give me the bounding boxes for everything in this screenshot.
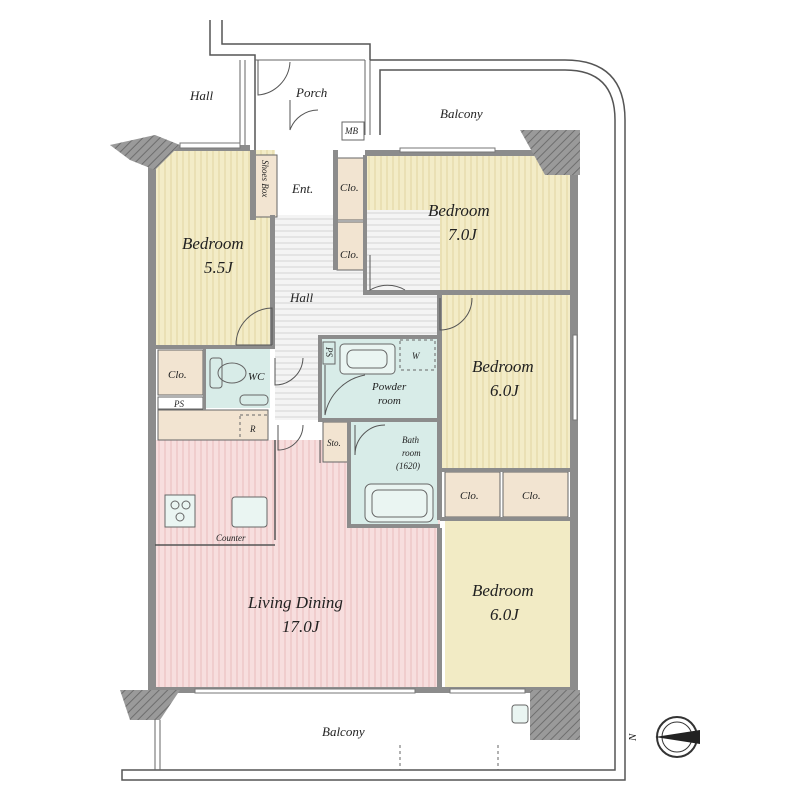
mb-label: MB: [344, 126, 358, 136]
column-ne: [520, 130, 580, 175]
hall-inside-label: Hall: [289, 290, 314, 305]
bathtub-icon: [364, 483, 434, 523]
closet-east: [502, 471, 569, 518]
bedroom-south-floor: [445, 520, 570, 687]
powder-room-line1: Powder: [371, 381, 407, 393]
bedroom-west-name: Bedroom: [182, 234, 244, 253]
hall-outside-label: Hall: [189, 88, 214, 103]
porch-label: Porch: [295, 85, 327, 100]
kitchen-sink-icon: [231, 496, 268, 528]
closet-ent-lower-label: Clo.: [340, 249, 359, 261]
bedroom-west-size: 5.5J: [204, 258, 234, 277]
bedroom-east-floor: [440, 295, 570, 470]
compass-icon: N: [627, 716, 700, 758]
bedroom-east-size: 6.0J: [490, 381, 520, 400]
closet-east-label: Clo.: [522, 490, 541, 502]
column-nw: [110, 135, 180, 170]
closet-ent-upper-label: Clo.: [340, 182, 359, 194]
r-label: R: [249, 424, 256, 434]
wc-sink-icon: [239, 394, 269, 406]
bedroom-south-name: Bedroom: [472, 581, 534, 600]
bedroom-north-size: 7.0J: [448, 225, 478, 244]
ps-right-label: PS: [324, 346, 334, 357]
living-dining-name: Living Dining: [247, 593, 343, 612]
stove-icon: [164, 494, 196, 528]
refrigerator-icon: [239, 414, 269, 441]
ac-unit-icon: [511, 704, 529, 724]
bedroom-south-size: 6.0J: [490, 605, 520, 624]
bedroom-north-name: Bedroom: [428, 201, 490, 220]
entrance-label: Ent.: [291, 181, 313, 196]
ps-box-right: [322, 341, 336, 365]
storage-area: [322, 421, 351, 463]
bath-room-line1: Bath: [402, 435, 419, 445]
bath-room-line2: room: [402, 448, 421, 458]
closet-mid-label: Clo.: [460, 490, 479, 502]
toilet-tank-icon: [209, 357, 223, 389]
powder-room-line2: room: [378, 395, 401, 407]
ps-left-label: PS: [173, 399, 184, 409]
column-sw: [120, 690, 180, 720]
balcony-north-label: Balcony: [440, 106, 483, 121]
w-label: W: [412, 351, 421, 361]
bedroom-east-name: Bedroom: [472, 357, 534, 376]
shoes-box-label: Shoes Box: [260, 160, 270, 197]
column-se: [530, 690, 580, 740]
windows: [179, 142, 578, 694]
exterior-corridor: [121, 20, 626, 781]
closet-west-label: Clo.: [168, 369, 187, 381]
refrigerator-area: [157, 409, 269, 441]
fixtures: [164, 121, 529, 724]
mb-box: [341, 121, 365, 141]
balcony-south-label: Balcony: [322, 724, 365, 739]
washbasin-icon: [339, 343, 396, 375]
closet-west: [157, 349, 204, 396]
entrance-floor: [275, 155, 335, 215]
bath-room-line3: (1620): [396, 461, 420, 471]
kitchen-floor: [155, 440, 275, 545]
washer-icon: [399, 339, 436, 371]
living-dining-size: 17.0J: [282, 617, 321, 636]
doors: [235, 60, 473, 463]
wc-label: WC: [248, 371, 265, 383]
hall-floor-2: [275, 335, 320, 420]
closet-mid: [444, 471, 501, 518]
compass-north-label: N: [627, 733, 639, 742]
toilet-icon: [217, 362, 247, 384]
counter-label: Counter: [216, 533, 246, 543]
closet-ent-lower: [336, 221, 366, 271]
storage-label: Sto.: [327, 438, 341, 448]
